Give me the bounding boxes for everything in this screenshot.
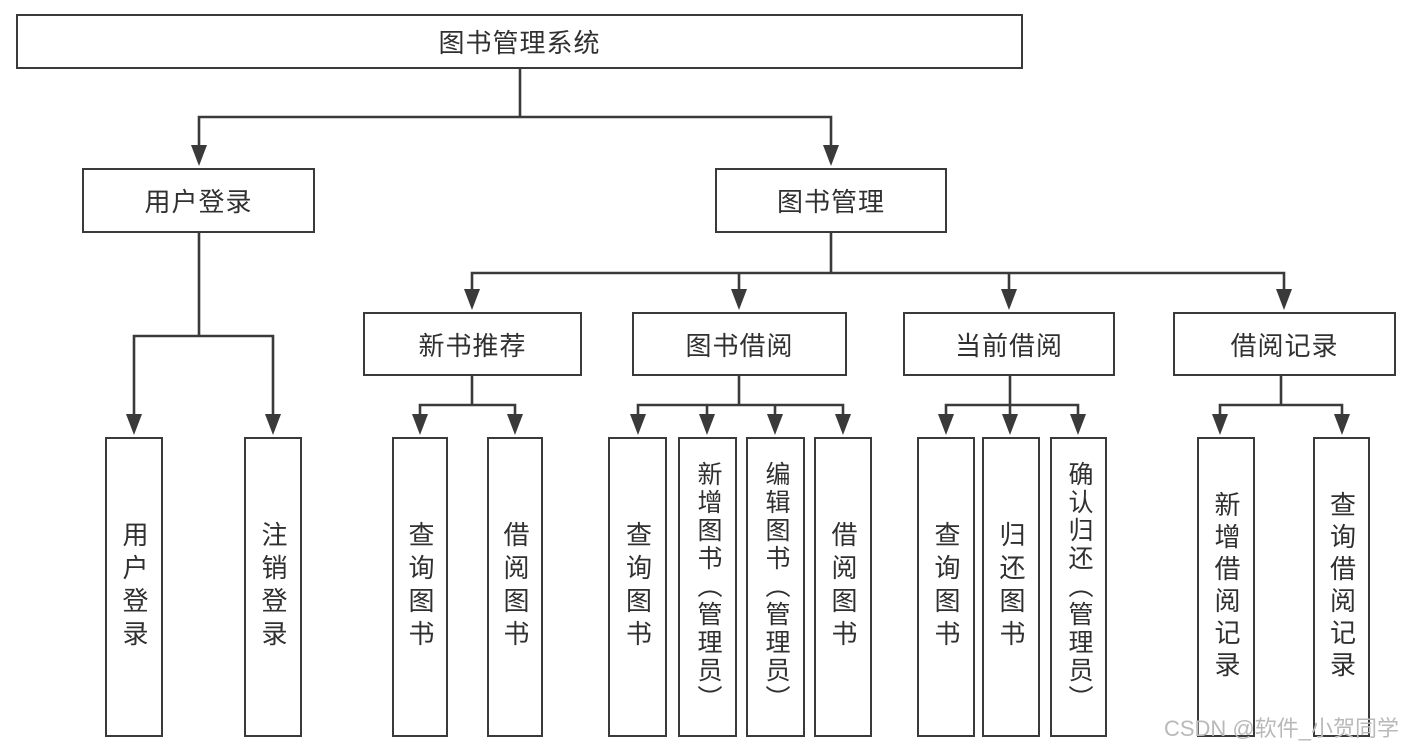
node-user-login: 用户登录	[82, 168, 315, 233]
leaf-query-books-borrowing: 查询图书	[608, 437, 667, 737]
branch-level2	[197, 115, 833, 148]
leaf-query-books-recommend: 查询图书	[392, 437, 448, 737]
leaf-label: 注销登录	[258, 521, 288, 653]
leaf-query-books-current: 查询图书	[917, 437, 975, 737]
node-label: 当前借阅	[954, 330, 1063, 361]
leaf-user-login: 用户登录	[105, 437, 163, 737]
leaf-label: 借阅图书	[500, 521, 530, 653]
node-label: 图书管理系统	[438, 28, 601, 58]
node-label: 借阅记录	[1230, 330, 1339, 361]
leaf-logout: 注销登录	[244, 437, 302, 737]
leaf-borrow-books-borrowing: 借阅图书	[814, 437, 872, 737]
branch-borrowing-records-children	[1218, 403, 1344, 420]
branch-user-login-children	[132, 334, 275, 418]
leaf-label: 用户登录	[119, 521, 149, 653]
leaf-label: 新增借阅记录	[1211, 491, 1241, 683]
leaf-add-borrow-record: 新增借阅记录	[1197, 437, 1255, 737]
branch-book-borrowing-children	[636, 403, 845, 420]
node-new-book-recommendation: 新书推荐	[363, 312, 582, 376]
branch-current-borrowing-children	[944, 403, 1080, 420]
leaf-label: 查询图书	[622, 521, 653, 653]
csdn-watermark: CSDN @软件_小贺同学	[1163, 716, 1399, 741]
node-book-borrowing: 图书借阅	[632, 312, 847, 376]
leaf-label: 借阅图书	[828, 521, 858, 653]
leaf-label: 查询图书	[931, 521, 961, 653]
leaf-label: 归还图书	[996, 521, 1026, 653]
arrowheads	[126, 145, 1350, 435]
node-book-management: 图书管理	[715, 168, 947, 233]
node-current-borrowing: 当前借阅	[903, 312, 1115, 376]
leaf-label: 确认归还（管理员）	[1065, 461, 1093, 713]
leaf-confirm-return-admin: 确认归还（管理员）	[1050, 437, 1107, 737]
leaf-label: 查询借阅记录	[1326, 491, 1357, 683]
node-label: 新书推荐	[418, 330, 527, 361]
node-label: 图书管理	[776, 187, 885, 217]
leaf-query-borrow-record: 查询借阅记录	[1313, 437, 1370, 737]
leaf-add-book-admin: 新增图书（管理员）	[678, 437, 737, 737]
branch-level3	[470, 271, 1286, 294]
node-label: 图书借阅	[685, 330, 794, 361]
leaf-borrow-books-recommend: 借阅图书	[487, 437, 543, 737]
node-borrowing-records: 借阅记录	[1173, 312, 1396, 376]
node-label: 用户登录	[144, 187, 253, 217]
leaf-label: 编辑图书（管理员）	[762, 461, 790, 713]
leaf-label: 新增图书（管理员）	[694, 461, 722, 713]
leaf-edit-book-admin: 编辑图书（管理员）	[746, 437, 805, 737]
leaf-label: 查询图书	[405, 521, 435, 653]
node-book-management-system: 图书管理系统	[16, 14, 1023, 69]
branch-new-book-children	[418, 403, 517, 420]
leaf-return-books: 归还图书	[982, 437, 1040, 737]
